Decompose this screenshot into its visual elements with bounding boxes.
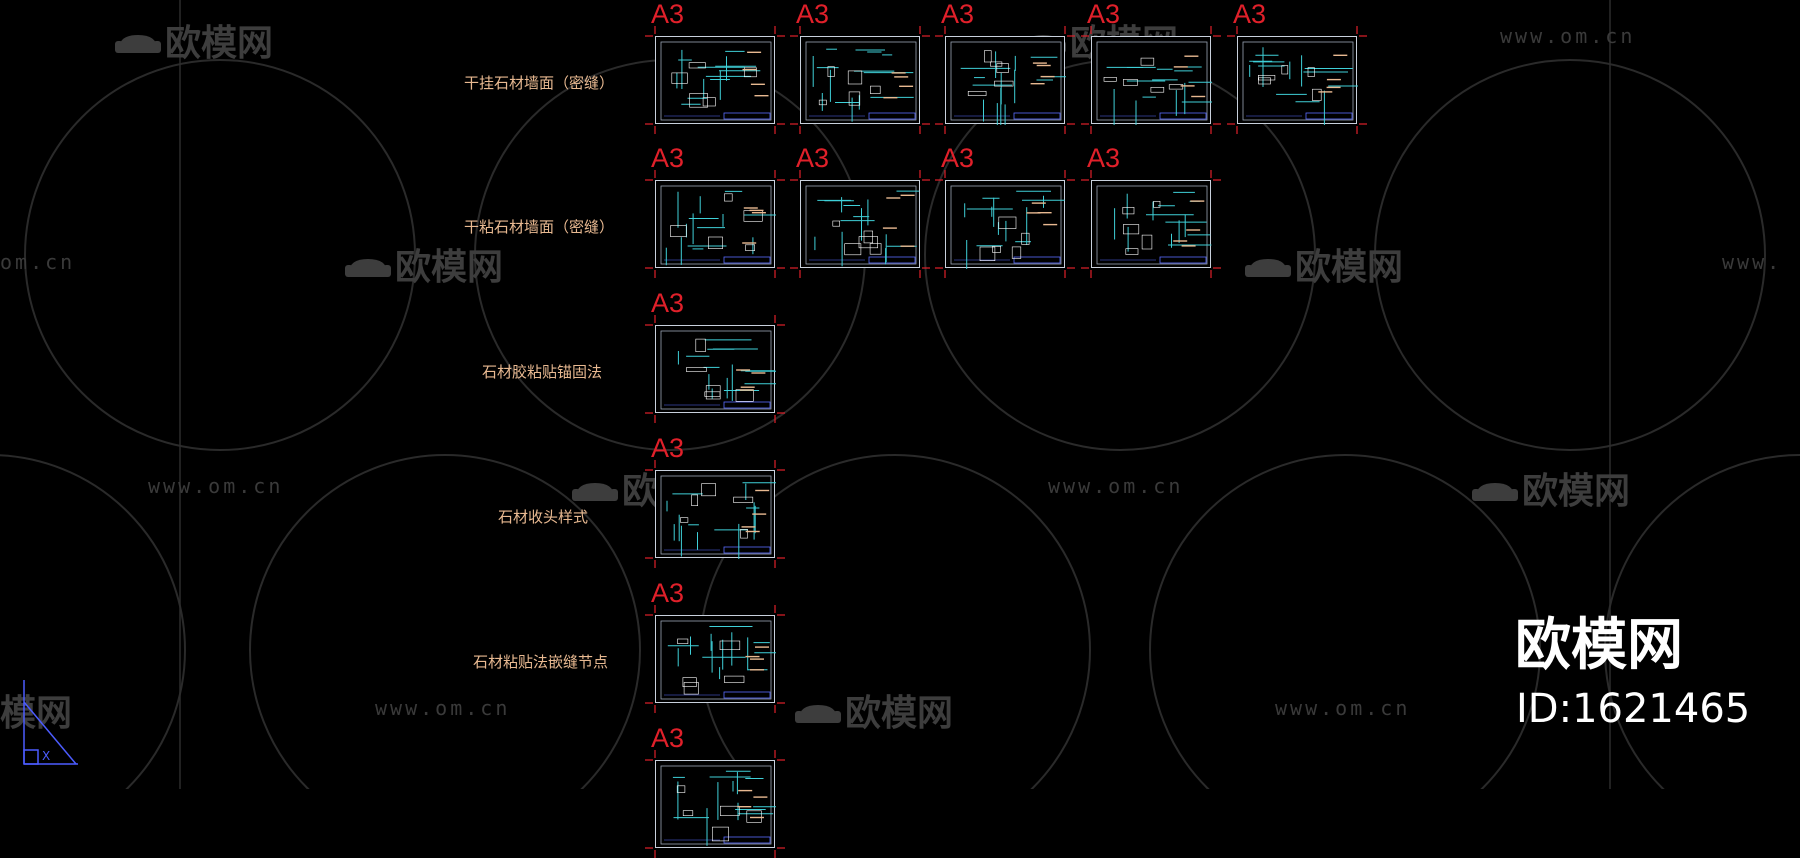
sheet-linework [660,185,776,266]
ucs-icon: X [23,680,78,765]
sheet-size-label: A3 [941,143,975,173]
watermark-logo: 欧模网 [1245,238,1403,290]
sheet-corner-marks [645,460,785,568]
watermark-url: www.om.cn [1048,474,1184,498]
sheet-size-label: A3 [651,288,685,318]
sheet-size-label: A3 [796,0,830,29]
sheet-corner-marks [645,170,785,278]
sheet-size-label: A3 [651,143,685,173]
watermark-logo: 欧模网 [1472,462,1630,514]
watermark-logo: 欧模网 [115,14,273,66]
sheet-size-label: A3 [651,0,685,29]
drawing-sheet[interactable] [655,36,775,124]
drawing-sheet[interactable] [800,180,920,268]
sheet-linework [950,185,1065,269]
watermark-url-partial: om.cn [0,250,76,274]
sheet-size-label: A3 [796,143,830,173]
sheet-corner-marks [935,26,1075,134]
sheet-corner-marks [645,605,785,713]
sheet-corner-marks [645,315,785,423]
row-label-edge-style: 石材收头样式 [498,508,589,526]
watermark-url: www.om.cn [375,696,511,720]
drawing-sheet[interactable] [655,180,776,268]
drawing-sheet[interactable] [655,615,776,703]
sheet-corner-marks [1081,26,1221,134]
watermark-url: www.om.cn [1500,24,1636,48]
sheet-corner-marks [1081,170,1221,278]
drawing-sheet[interactable] [655,470,776,559]
drawing-sheet[interactable] [1091,36,1212,125]
sofa-icon [1472,473,1518,514]
sheet-size-label: A3 [651,578,685,608]
sheet-corner-marks [645,750,785,858]
sheet-linework [660,41,772,121]
row-label-dry-hang: 干挂石材墙面（密缝） [464,74,615,92]
sheet-corner-marks [790,170,930,278]
sofa-icon [795,695,841,736]
sofa-icon [345,249,391,290]
sheet-size-label: A3 [1087,0,1121,29]
brand-id: ID:1621465 [1516,686,1751,732]
watermark-logo: 欧模网 [345,238,503,290]
row-label-dry-stick: 干粘石材墙面（密缝） [464,218,615,236]
sheet-linework [660,620,776,700]
sheet-size-label: A3 [651,433,685,463]
drawing-sheet[interactable] [655,325,776,413]
watermark-url-partial: www. [1722,250,1783,274]
sheet-corner-marks [645,26,785,134]
sheet-linework [1096,185,1212,265]
sheet-linework [805,185,920,267]
sheet-linework [660,330,776,410]
brand-name: 欧模网 [1515,613,1683,678]
sofa-icon [1245,249,1291,290]
sheet-corner-marks [790,26,930,134]
sheet-size-label: A3 [941,0,975,29]
watermark-logo: 欧模网 [795,684,953,736]
drawing-sheet[interactable] [945,36,1066,125]
row-label-joint-node: 石材粘贴法嵌缝节点 [473,653,609,671]
drawing-sheet[interactable] [945,180,1065,269]
row-label-anchoring: 石材胶粘贴锚固法 [482,363,603,381]
svg-text:X: X [42,749,50,763]
sheet-size-label: A3 [1087,143,1121,173]
sheet-linework [1096,41,1212,125]
watermark-logo-partial: 模网 [0,693,73,734]
drawing-sheet[interactable] [1237,36,1358,125]
sofa-icon [572,473,618,514]
drawing-sheet[interactable] [800,36,920,124]
sheet-size-label: A3 [651,723,685,753]
sheet-linework [950,41,1066,125]
watermark-url: www.om.cn [1275,696,1411,720]
sheet-size-label: A3 [1233,0,1267,29]
sofa-icon [115,25,161,66]
sheet-linework [660,475,776,559]
drawing-sheet[interactable] [1091,180,1212,268]
sheet-corner-marks [1227,26,1367,134]
sheet-linework [1242,41,1358,125]
watermark-url: www.om.cn [148,474,284,498]
sheet-linework [805,41,917,122]
sheet-corner-marks [935,170,1075,278]
